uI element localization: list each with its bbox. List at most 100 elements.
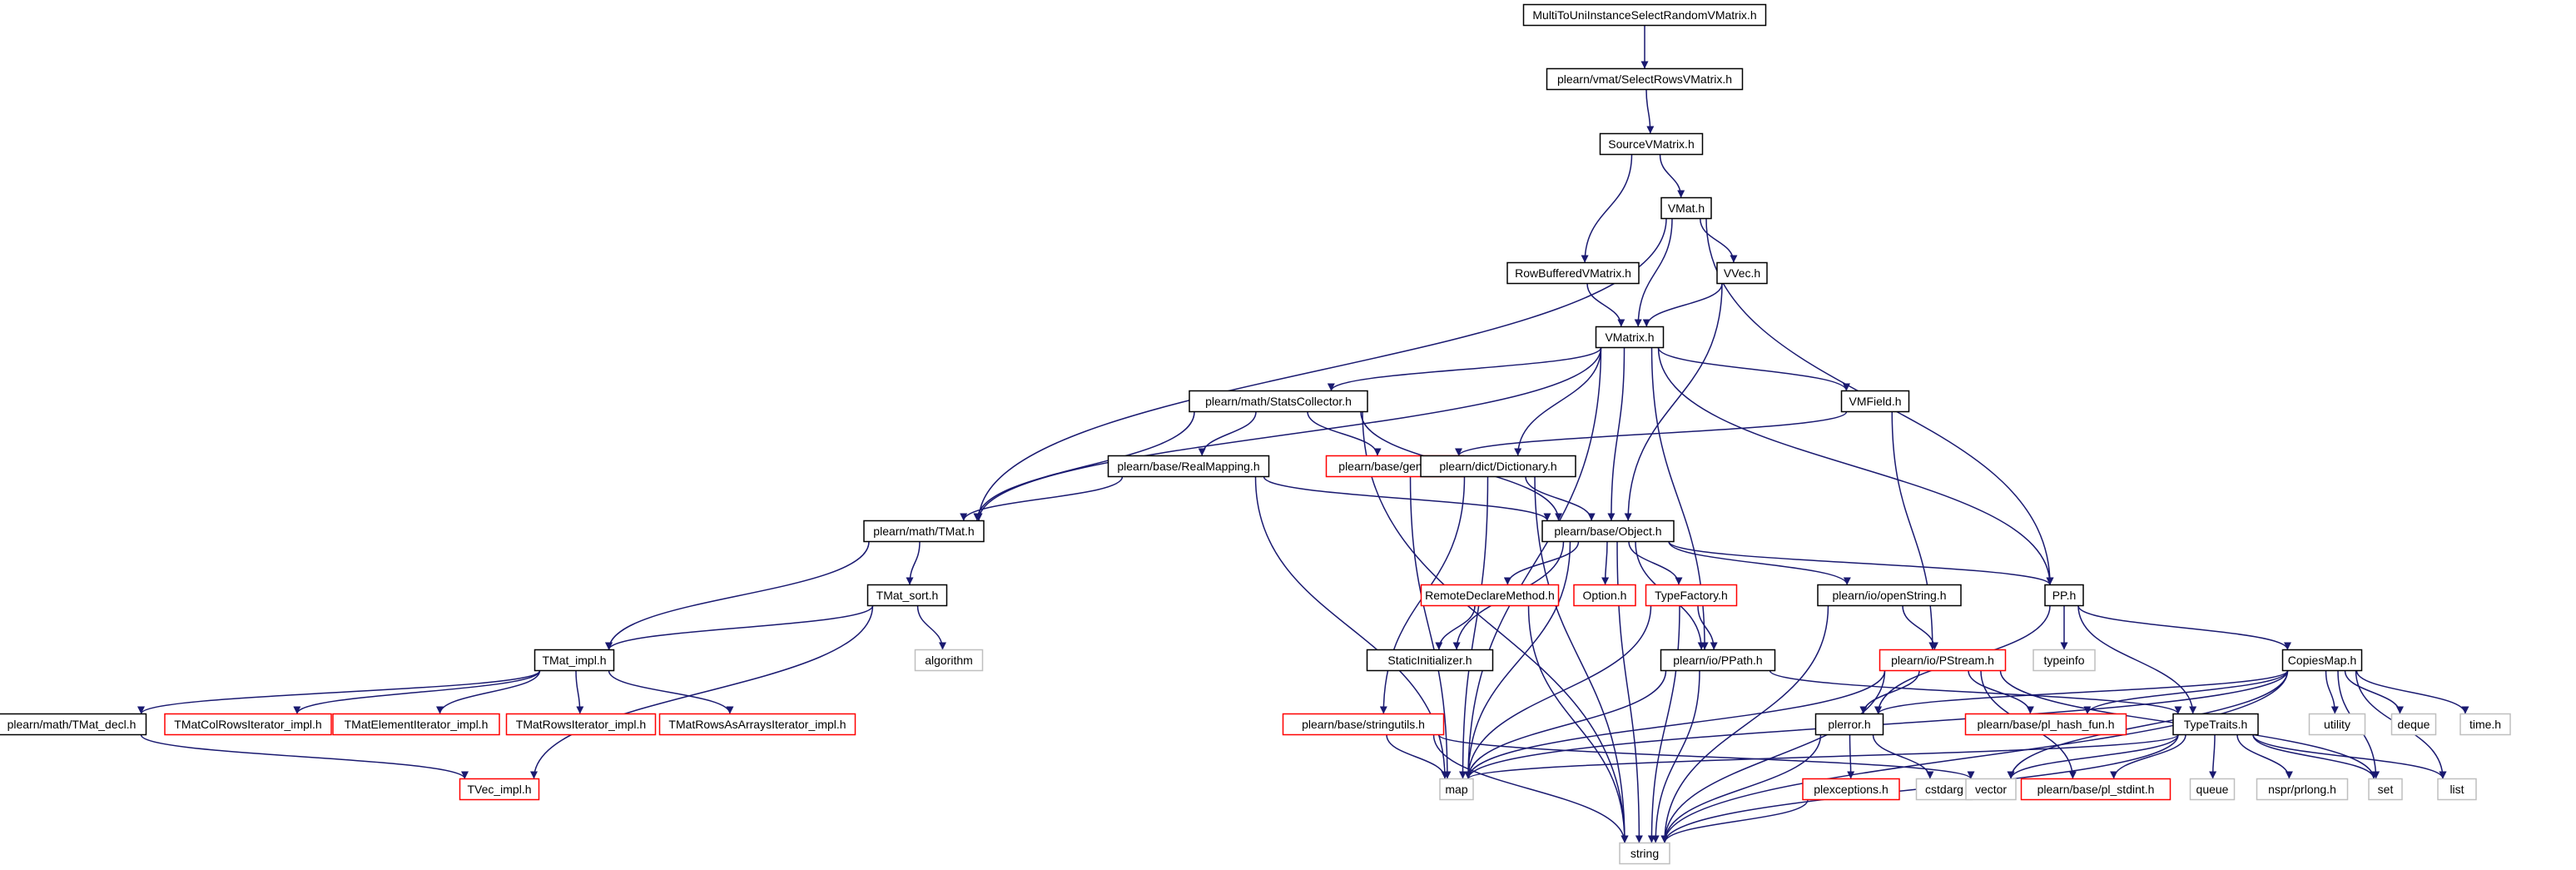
node-tmat-impl-h[interactable]: TMat_impl.h (534, 649, 615, 672)
node-label: RowBufferedVMatrix.h (1515, 266, 1631, 280)
node-label: time.h (2469, 718, 2501, 731)
edge-vmat-to-vmatrix (1634, 218, 1673, 327)
node-label: TVec_impl.h (467, 783, 531, 796)
edge-typefactory-to-map (1464, 605, 1652, 779)
node-sourcevmatrix-h[interactable]: SourceVMatrix.h (1599, 132, 1704, 156)
node-remotedeclaremethod-h[interactable]: RemoteDeclareMethod.h (1420, 584, 1560, 607)
node-vmatrix-h[interactable]: VMatrix.h (1595, 326, 1665, 349)
node-plearn-io-openstring-h[interactable]: plearn/io/openString.h (1817, 584, 1962, 607)
node-plearn-io-pstream-h[interactable]: plearn/io/PStream.h (1879, 649, 2007, 672)
node-label: utility (2324, 718, 2350, 731)
node-label: CopiesMap.h (2288, 654, 2357, 667)
node-typetraits-h[interactable]: TypeTraits.h (2172, 713, 2259, 736)
node-box (1879, 649, 2007, 672)
node-label: queue (2196, 783, 2229, 796)
node-plearn-base-stringutils-h[interactable]: plearn/base/stringutils.h (1282, 713, 1445, 736)
node-plearn-base-pl-hash-fun-h[interactable]: plearn/base/pl_hash_fun.h (1964, 713, 2127, 736)
edge-pstream-to-map (1464, 670, 1886, 779)
node-typefactory-h[interactable]: TypeFactory.h (1645, 584, 1738, 607)
node-box (1716, 261, 1768, 285)
node-staticinitializer-h[interactable]: StaticInitializer.h (1366, 649, 1494, 672)
node-box (2020, 778, 2171, 801)
node-plexceptions-h[interactable]: plexceptions.h (1802, 778, 1900, 801)
node-box (1107, 455, 1270, 478)
node-plerror-h[interactable]: plerror.h (1814, 713, 1884, 736)
node-plearn-math-statscollector-h[interactable]: plearn/math/StatsCollector.h (1189, 390, 1368, 413)
edge-typetraits-to-prlong (2236, 734, 2293, 779)
edge-vvec-to-vmatrix (1642, 283, 1723, 327)
node-label: plearn/base/stringutils.h (1302, 718, 1425, 731)
node-label: plearn/io/openString.h (1833, 589, 1947, 602)
node-label: VMField.h (1849, 395, 1901, 408)
node-label: TMatElementIterator_impl.h (345, 718, 489, 731)
node-box (1282, 713, 1445, 736)
node-label: TMatColRowsIterator_impl.h (174, 718, 321, 731)
node-box (1420, 584, 1560, 607)
node-box (866, 584, 948, 607)
edge-tmatimpl-to-rowsit (575, 670, 584, 714)
node-box (1964, 713, 2127, 736)
edge-object-to-pp (1668, 540, 2054, 586)
edge-object-to-openstring (1668, 541, 1851, 585)
node-label: TMat_impl.h (542, 654, 606, 667)
edge-vmatrix-to-dict (1514, 347, 1602, 456)
node-label: TypeFactory.h (1655, 589, 1728, 602)
node-tvec-impl-h[interactable]: TVec_impl.h (459, 778, 540, 801)
node-label: list (2449, 783, 2464, 796)
node-plearn-vmat-selectrowsvmatrix-h[interactable]: plearn/vmat/SelectRowsVMatrix.h (1546, 67, 1744, 91)
edge-object-to-map (1464, 541, 1571, 779)
node-box (1660, 649, 1776, 672)
edge-ppath-to-typetraits (1769, 669, 2182, 715)
node-multitouniinstanceselectrandomvmatrix-h[interactable]: MultiToUniInstanceSelectRandomVMatrix.h (1522, 3, 1767, 27)
node-tmat-sort-h[interactable]: TMat_sort.h (866, 584, 948, 607)
node-box (914, 649, 984, 672)
node-box (2044, 584, 2084, 607)
edge-remote-to-staticinit (1435, 605, 1476, 650)
edge-copiesmap-to-utility (2325, 670, 2339, 714)
node-tmatrowsasarraysiterator-impl-h[interactable]: TMatRowsAsArraysIterator_impl.h (658, 713, 856, 736)
node-box (1645, 584, 1738, 607)
node-pp-h[interactable]: PP.h (2044, 584, 2084, 607)
node-list: list (2437, 778, 2477, 801)
node-box (1189, 390, 1368, 413)
node-plearn-math-tmat-decl-h[interactable]: plearn/math/TMat_decl.h (0, 713, 147, 736)
node-label: StaticInitializer.h (1387, 654, 1472, 667)
node-plearn-base-pl-stdint-h[interactable]: plearn/base/pl_stdint.h (2020, 778, 2171, 801)
node-label: plearn/base/Object.h (1554, 524, 1661, 538)
node-plearn-io-ppath-h[interactable]: plearn/io/PPath.h (1660, 649, 1776, 672)
node-plearn-dict-dictionary-h[interactable]: plearn/dict/Dictionary.h (1420, 455, 1576, 478)
edge-tmatsort-to-tvec (530, 605, 874, 779)
node-copiesmap-h[interactable]: CopiesMap.h (2281, 649, 2363, 672)
edge-typefactory-to-ppath (1697, 605, 1718, 650)
node-nspr-prlong-h: nspr/prlong.h (2256, 778, 2349, 801)
node-vvec-h[interactable]: VVec.h (1716, 261, 1768, 285)
node-label: deque (2398, 718, 2430, 731)
node-label: cstdarg (1925, 783, 1963, 796)
edge-dict-to-map (1459, 476, 1489, 779)
node-tmatelementiterator-impl-h[interactable]: TMatElementIterator_impl.h (332, 713, 500, 736)
node-queue: queue (2189, 778, 2236, 801)
node-label: typeinfo (2043, 654, 2084, 667)
edge-selectrows-to-sourcevm (1645, 89, 1655, 134)
node-plearn-base-object-h[interactable]: plearn/base/Object.h (1541, 520, 1675, 543)
node-box (2033, 649, 2096, 672)
node-plearn-math-tmat-h[interactable]: plearn/math/TMat.h (863, 520, 985, 543)
node-vmfield-h[interactable]: VMField.h (1840, 390, 1910, 413)
node-box (1420, 455, 1576, 478)
edge-copiesmap-to-timeh (2355, 670, 2469, 714)
edge-rowbuf-to-vmatrix (1586, 283, 1626, 327)
node-option-h[interactable]: Option.h (1573, 584, 1636, 607)
node-tmatrowsiterator-impl-h[interactable]: TMatRowsIterator_impl.h (505, 713, 657, 736)
node-plearn-base-realmapping-h[interactable]: plearn/base/RealMapping.h (1107, 455, 1270, 478)
node-label: TMatRowsIterator_impl.h (516, 718, 646, 731)
edge-stringutils-to-string (1432, 734, 1629, 843)
edge-perror-to-plexceptions (1847, 734, 1855, 779)
edge-tmatimpl-to-colrows (293, 670, 541, 714)
edge-ppath-to-map (1464, 670, 1667, 779)
node-box (658, 713, 856, 736)
node-vmat-h[interactable]: VMat.h (1660, 196, 1712, 220)
node-tmatcolrowsiterator-impl-h[interactable]: TMatColRowsIterator_impl.h (164, 713, 332, 736)
node-rowbufferedvmatrix-h[interactable]: RowBufferedVMatrix.h (1506, 261, 1640, 285)
node-label: plearn/dict/Dictionary.h (1439, 460, 1556, 473)
node-box (1506, 261, 1640, 285)
